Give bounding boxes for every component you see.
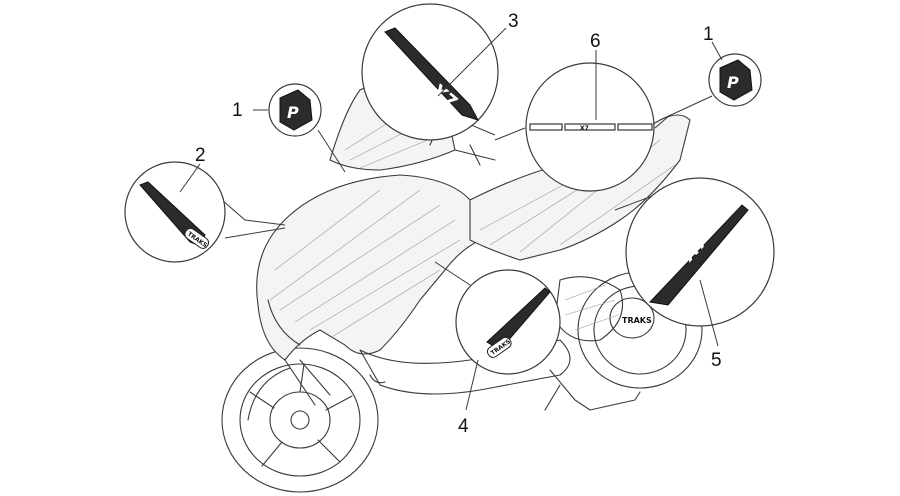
rear-stripe-right-segment <box>617 123 653 131</box>
rear-stripe-center-segment <box>564 123 616 131</box>
detail-rear-stripe: X7 6 <box>494 31 671 192</box>
windscreen-decal-shape <box>384 27 480 121</box>
detail-badge-right: P 1 <box>659 24 762 121</box>
badge-left-mark: P <box>287 103 299 122</box>
badge-right-shape <box>719 59 753 101</box>
engine-cover-label: TRAKS <box>622 316 652 325</box>
rear-stripe-left-segment <box>529 123 563 131</box>
callout-2: 2 <box>195 145 206 166</box>
detail-side-decal-left: TRAKS 2 <box>124 145 286 263</box>
detail-front-panel-decal: TRAKS 4 <box>434 261 561 437</box>
rear-stripe-logo: X7 <box>580 125 589 132</box>
detail-side-decal-right: X7 5 <box>614 177 775 371</box>
engine-unit <box>554 276 624 342</box>
badge-right-mark: P <box>727 73 739 92</box>
callout-6: 6 <box>590 31 601 52</box>
callout-3: 3 <box>508 11 519 32</box>
badge-left-shape <box>279 89 313 131</box>
side-decal-right-shape <box>648 204 749 306</box>
detail-badge-left: P 1 <box>232 83 346 173</box>
front-fairing <box>256 174 481 361</box>
floorboard <box>359 339 571 395</box>
callout-1-left: 1 <box>232 100 243 121</box>
front-wheel <box>221 347 379 493</box>
callout-5: 5 <box>711 350 722 371</box>
callout-1-right: 1 <box>703 24 714 45</box>
detail-windscreen-decal: X7 3 <box>361 3 519 141</box>
callout-4: 4 <box>458 416 469 437</box>
